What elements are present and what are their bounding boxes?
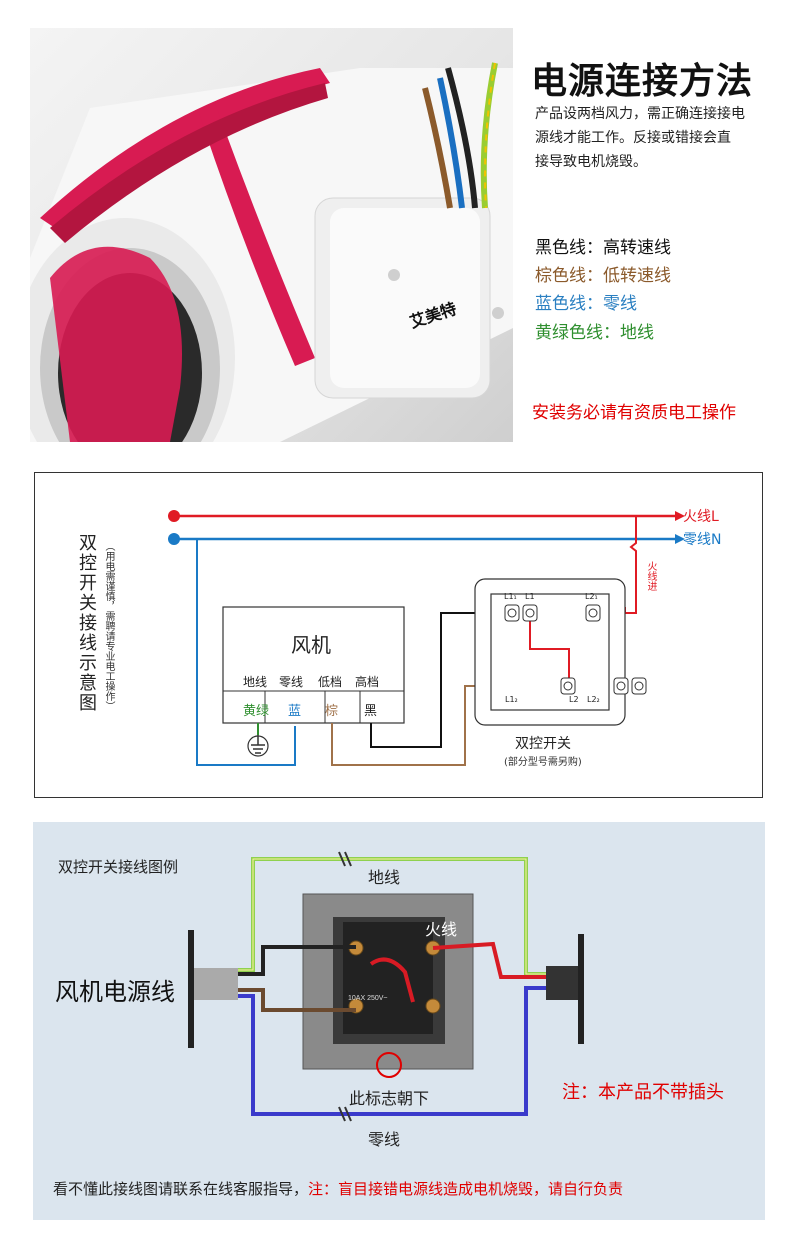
orientation-mark-label: 此标志朝下 xyxy=(349,1089,430,1108)
orientation-mark-circle xyxy=(376,1052,402,1078)
description-line: 接导致电机烧毁。 xyxy=(535,154,647,170)
description-line: 源线才能工作。反接或错接会直 xyxy=(535,130,731,146)
terminal-cell-low: 棕 xyxy=(325,704,339,719)
switch-terminal-label: L2₁ xyxy=(585,592,598,601)
neutral-line-label: 零线N xyxy=(683,532,722,548)
description-line: 产品设两档风力，需正确连接接电 xyxy=(535,106,745,122)
fan-cable-label: 风机电源线 xyxy=(55,978,175,1006)
switch-terminal-label: L2 xyxy=(569,695,579,704)
terminal-header-low: 低档 xyxy=(318,675,343,689)
safety-warning: 安装务必请有资质电工操作 xyxy=(532,403,736,423)
ground-label: 地线 xyxy=(368,868,401,887)
page-title: 电源连接方法 xyxy=(531,61,754,102)
switch-label: 双控开关 xyxy=(515,736,571,752)
fan-box xyxy=(222,606,405,724)
wiring-schematic: 双控开关接线示意图 （用电需谨慎，需聘请专业电工操作） 火线L 零线N 火线进 … xyxy=(34,472,763,798)
wire-black-label: 黑色线：高转速线 xyxy=(535,238,671,258)
product-photo: 艾美特 xyxy=(30,28,513,442)
fan-cable xyxy=(194,968,238,1000)
terminal-header-neutral: 零线 xyxy=(279,675,304,689)
terminal-cell-neutral: 蓝 xyxy=(288,704,302,719)
schematic-lines xyxy=(168,510,685,766)
schematic-note: （用电需谨慎，需聘请专业电工操作） xyxy=(103,541,114,711)
footer-note: 看不懂此接线图请联系在线客服指导，注：盲目接错电源线造成电机烧毁，请自行负责 xyxy=(53,1178,623,1199)
switch-terminal-label: L1 xyxy=(525,592,535,601)
live-line-label: 火线L xyxy=(683,509,719,525)
wire-brown-label: 棕色线：低转速线 xyxy=(535,266,671,286)
switch-note: (部分型号需另购) xyxy=(504,757,582,768)
terminal-header-high: 高档 xyxy=(355,675,380,689)
terminal-header-ground: 地线 xyxy=(243,675,268,689)
neutral-label: 零线 xyxy=(368,1130,401,1149)
wiring-example-panel: 10AX 250V~ 双控开关接线图例 地线 火线 风机电源线 此标志朝下 零线… xyxy=(33,822,765,1220)
switch-terminal-label: L2₂ xyxy=(587,695,600,704)
wire-ground-label: 黄绿色线：地线 xyxy=(535,323,654,343)
no-plug-note: 注：本产品不带插头 xyxy=(562,1082,724,1103)
terminal-cell-high: 黑 xyxy=(364,704,378,719)
example-title: 双控开关接线图例 xyxy=(58,858,179,876)
fan-illustration: 艾美特 xyxy=(30,62,513,442)
terminal-cell-ground: 黄绿 xyxy=(243,704,270,719)
example-illustration: 10AX 250V~ xyxy=(188,851,584,1122)
schematic-title: 双控开关接线示意图 xyxy=(76,533,97,713)
switch-terminal-label: L1₁ xyxy=(504,592,517,601)
switch-rating: 10AX 250V~ xyxy=(348,995,388,1002)
live-in-label: 火线进 xyxy=(645,561,656,591)
footer-normal: 看不懂此接线图请联系在线客服指导， xyxy=(53,1180,309,1198)
fan-title: 风机 xyxy=(291,633,331,657)
footer-warning: 注：盲目接错电源线造成电机烧毁，请自行负责 xyxy=(308,1180,624,1198)
wire-blue-label: 蓝色线：零线 xyxy=(535,294,637,314)
live-label: 火线 xyxy=(425,920,458,939)
switch-terminal-label: L1₂ xyxy=(505,695,518,704)
